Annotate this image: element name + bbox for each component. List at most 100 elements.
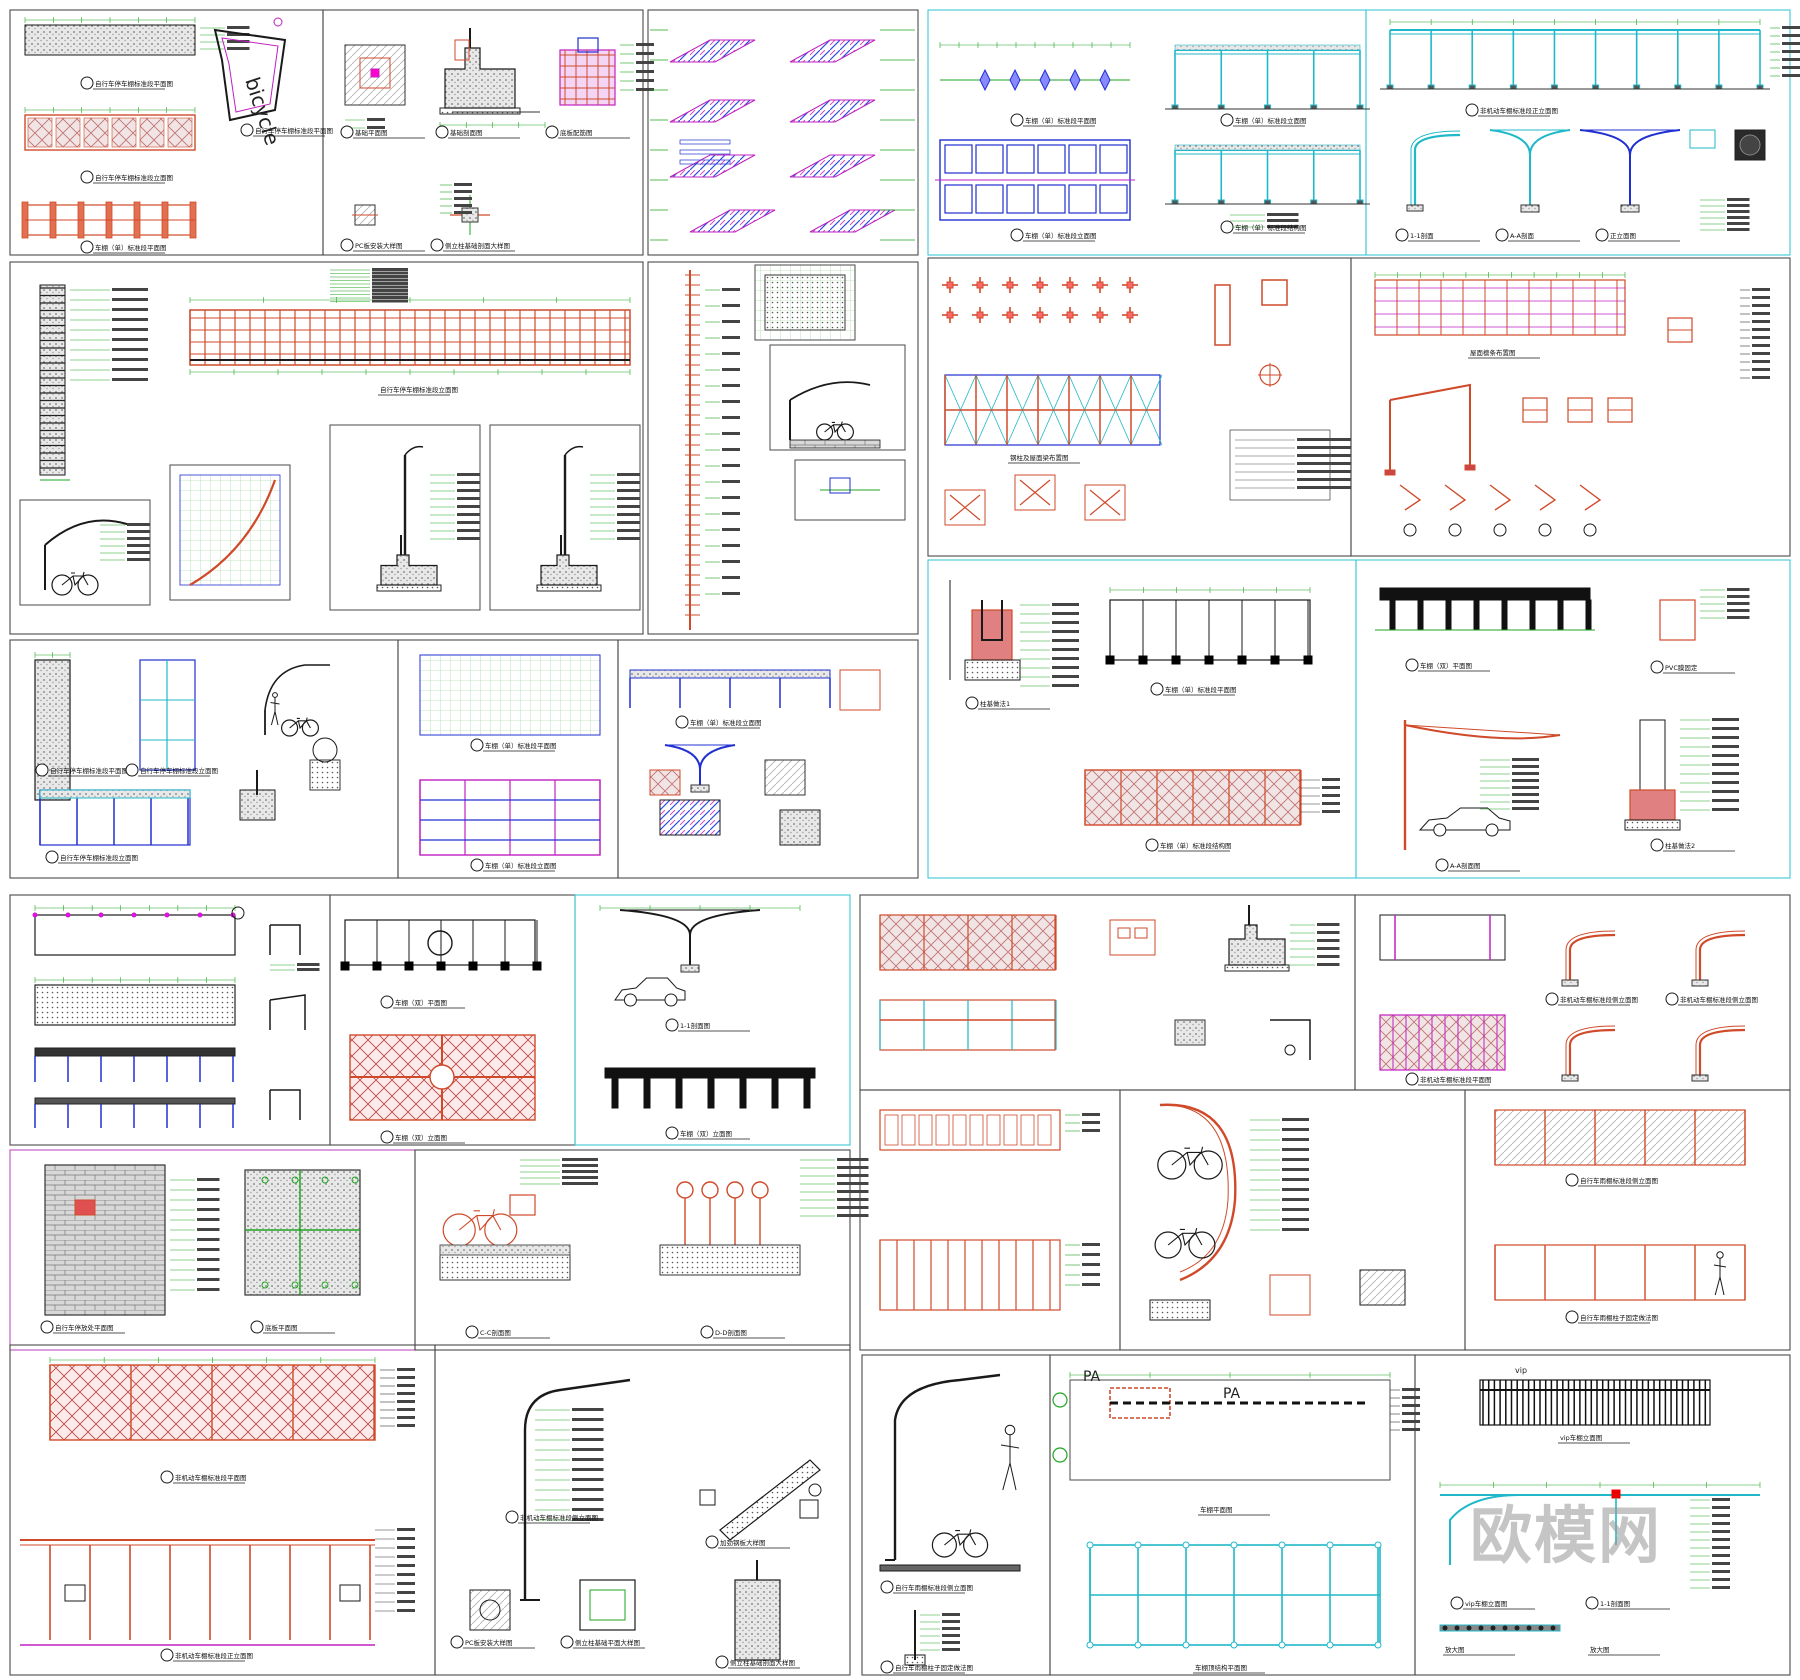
- cad-rect: [439, 1254, 571, 1281]
- cad-rect: [469, 1589, 511, 1631]
- caption-number-circle: [160, 1648, 174, 1662]
- cad-rect: [1096, 311, 1104, 319]
- caption-group: 自行车停车棚标准段平面图: [35, 763, 128, 777]
- caption-text: 车棚（双）立面图: [395, 1133, 447, 1142]
- annotation-text-block: [1082, 1129, 1100, 1132]
- caption-number-circle: [1565, 1173, 1579, 1187]
- annotation-text-block: [722, 288, 740, 291]
- annotation-text-block: [722, 416, 740, 419]
- cad-rect: [64, 1584, 86, 1602]
- annotation-text-block: [1752, 312, 1770, 315]
- side-arch-column: [893, 1373, 1001, 1560]
- cad-path: [1270, 1019, 1311, 1060]
- caption-group: 加劲钢板大样图: [705, 1535, 790, 1549]
- cad-rect: [1066, 311, 1074, 319]
- caption-number-circle: [545, 125, 559, 139]
- annotation-text-block: [1267, 213, 1299, 216]
- bicycle-frame: [61, 571, 89, 587]
- cad-path: [564, 445, 584, 456]
- annotation-text-block: [112, 358, 148, 361]
- annotation-text-block: [1712, 1530, 1730, 1533]
- caption-group: 车棚（双）平面图: [380, 995, 465, 1009]
- caption-text: 车棚（单）标准段平面图: [485, 741, 557, 750]
- cad-rect: [454, 39, 470, 61]
- caption-number-circle: [1665, 992, 1679, 1006]
- drawing-panel-frame: [1350, 257, 1791, 557]
- caption-text: 基础平面图: [355, 128, 388, 137]
- cad-rect: [769, 344, 906, 451]
- cad-rect: [1204, 655, 1214, 665]
- cad-rect: [699, 1489, 716, 1506]
- caption-number-circle: [700, 1325, 714, 1339]
- annotation-text-block: [636, 88, 654, 91]
- annotation-text-block: [1712, 1570, 1730, 1573]
- annotation-text-block: [112, 338, 148, 341]
- gravel-bed: [1224, 964, 1290, 972]
- cad-path: [1399, 484, 1422, 511]
- cad-circle: [1442, 1625, 1448, 1631]
- annotation-text-block: [1082, 1243, 1100, 1246]
- caption-group: A-A剖面图: [1435, 858, 1520, 872]
- cad-circle: [1182, 1641, 1190, 1649]
- caption-text: 底板配筋图: [560, 128, 593, 137]
- annotation-text-block: [1712, 781, 1739, 784]
- annotation-text-block: [1712, 727, 1739, 730]
- cad-rect: [436, 961, 446, 971]
- caption-number-circle: [340, 238, 354, 252]
- caption-number-circle: [340, 125, 354, 139]
- bicycle-frame: [1171, 1146, 1209, 1167]
- annotation-text-block: [1512, 793, 1539, 796]
- annotation-text-block: [1317, 939, 1340, 942]
- annotation-text-block: [722, 352, 740, 355]
- cad-circle: [1086, 1641, 1094, 1649]
- annotation-text-block: [397, 1573, 415, 1576]
- cad-rect: [1529, 599, 1536, 631]
- car-wheel: [1433, 823, 1447, 837]
- cad-rect: [1037, 1114, 1052, 1146]
- annotation-text-block: [1082, 1253, 1100, 1256]
- annotation-text-block: [1282, 1158, 1309, 1161]
- cad-circle: [1502, 1625, 1508, 1631]
- annotation-text-block: [1282, 1138, 1309, 1141]
- cad-rect: [707, 1077, 715, 1109]
- annotation-text-block: [636, 43, 654, 46]
- caption-group: PC板安装大样图: [340, 238, 425, 252]
- annotation-text-block: [1752, 376, 1770, 379]
- caption-text: 车棚（双）平面图: [1420, 661, 1472, 670]
- caption-number-circle: [1650, 838, 1664, 852]
- caption-number-circle: [250, 1320, 264, 1334]
- cad-rect: [975, 144, 1004, 174]
- cad-rect: [111, 117, 137, 148]
- annotation-text-block: [1512, 800, 1539, 803]
- annotation-text-block: [397, 1368, 415, 1371]
- caption-number-circle: [1465, 103, 1479, 117]
- cad-circle: [131, 912, 137, 918]
- caption-text: 自行车停车棚标准段平面图: [95, 79, 173, 88]
- cad-rect: [771, 1077, 779, 1109]
- cad-rect: [340, 961, 350, 971]
- person-head: [1004, 1424, 1016, 1436]
- annotation-text-block: [112, 328, 148, 331]
- caption-group: 侧立柱基础剖面大样图: [430, 238, 515, 252]
- column-base: [1356, 199, 1364, 205]
- caption-group: 车棚（单）标准段结构图: [1220, 220, 1307, 234]
- gravel-bed: [376, 584, 442, 592]
- annotation-text-block: [1052, 639, 1079, 642]
- annotation-text-block: [397, 1555, 415, 1558]
- annotation-text-block: [1727, 210, 1750, 213]
- annotation-text-block: [562, 1158, 598, 1161]
- drawing-panel-frame: [1365, 9, 1791, 256]
- annotation-text-block: [617, 529, 640, 532]
- drawing-panel-frame: [1464, 1089, 1791, 1351]
- annotation-text-block: [197, 1258, 220, 1261]
- cad-rect: [1084, 484, 1126, 521]
- annotation-text-block: [837, 1214, 869, 1217]
- caption-number-circle: [1435, 858, 1449, 872]
- cad-rect: [309, 759, 341, 791]
- caption-text: 非机动车棚标准段正立面图: [175, 1651, 253, 1660]
- annotation-text-block: [457, 473, 480, 476]
- annotation-text-block: [722, 496, 740, 499]
- cantilever-column-edge: [1565, 1025, 1616, 1075]
- caption-number-circle: [380, 1130, 394, 1144]
- person-body: [1000, 1434, 1020, 1491]
